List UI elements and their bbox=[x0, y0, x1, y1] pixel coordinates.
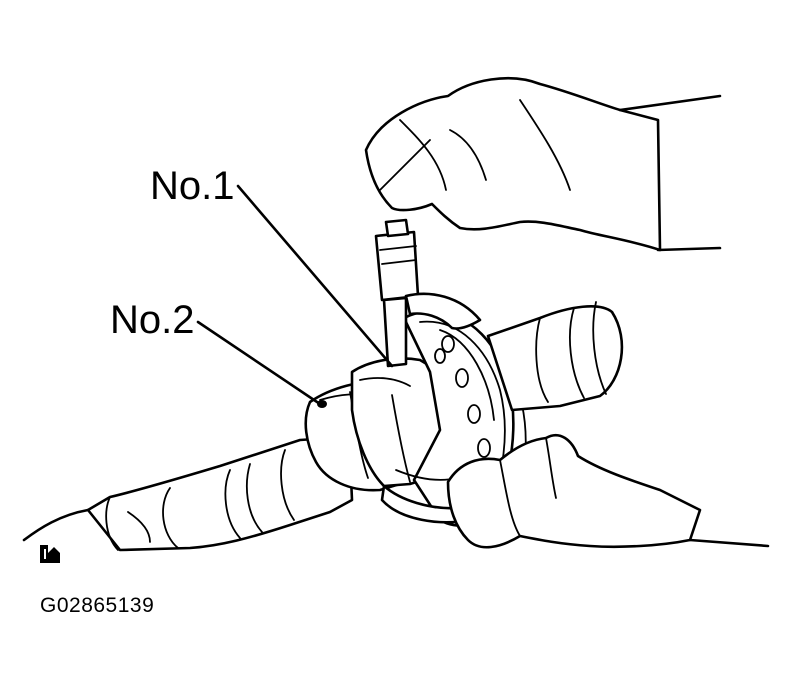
lower-hand bbox=[446, 433, 770, 549]
leader-line-no1 bbox=[236, 184, 394, 368]
shaft-left bbox=[22, 436, 354, 552]
leader-line-no2 bbox=[196, 320, 322, 406]
upper-hand bbox=[364, 76, 722, 252]
callout-no1: No.1 bbox=[150, 164, 235, 208]
recycle-mark-icon bbox=[40, 545, 60, 563]
shaft-right bbox=[486, 301, 624, 412]
micrometer-tool bbox=[374, 218, 482, 368]
callout-no2: No.2 bbox=[110, 298, 195, 342]
figure-code: G02865139 bbox=[40, 594, 155, 617]
